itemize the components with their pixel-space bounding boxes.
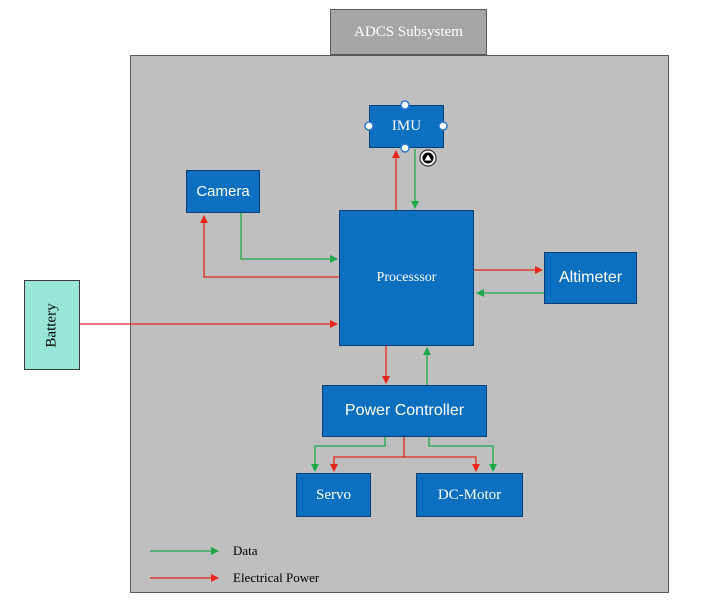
dc-motor-label: DC-Motor (437, 486, 502, 503)
power-wire-powercontroller-servo (330, 437, 405, 472)
camera-block[interactable]: Camera (186, 170, 260, 213)
subsystem-title: ADCS Subsystem (354, 23, 463, 40)
servo-block[interactable]: Servo (296, 473, 371, 517)
power-controller-block[interactable]: Power Controller (322, 385, 487, 437)
data-wire-camera-processor (240, 213, 338, 263)
rotate-handle-icon[interactable] (419, 149, 437, 167)
processor-label: Processsor (376, 270, 437, 285)
legend-power-label: Electrical Power (233, 570, 320, 585)
altimeter-label: Altimeter (558, 269, 623, 286)
dc-motor-block[interactable]: DC-Motor (416, 473, 523, 517)
data-wire-powercontroller-dcmotor (428, 437, 497, 472)
camera-label: Camera (196, 183, 250, 200)
imu-label: IMU (391, 118, 422, 134)
altimeter-block[interactable]: Altimeter (544, 252, 637, 304)
servo-label: Servo (316, 486, 351, 503)
power-wire-powercontroller-dcmotor (404, 456, 480, 472)
subsystem-title-tab: ADCS Subsystem (330, 9, 487, 55)
battery-block[interactable]: Battery (24, 280, 80, 370)
power-controller-label: Power Controller (344, 402, 465, 419)
processor-block[interactable]: Processsor (339, 210, 474, 346)
imu-selection-handles[interactable] (364, 100, 448, 153)
data-wire-powercontroller-servo (311, 437, 386, 472)
legend-data-label: Data (233, 543, 258, 558)
power-wire-processor-camera (200, 215, 339, 278)
